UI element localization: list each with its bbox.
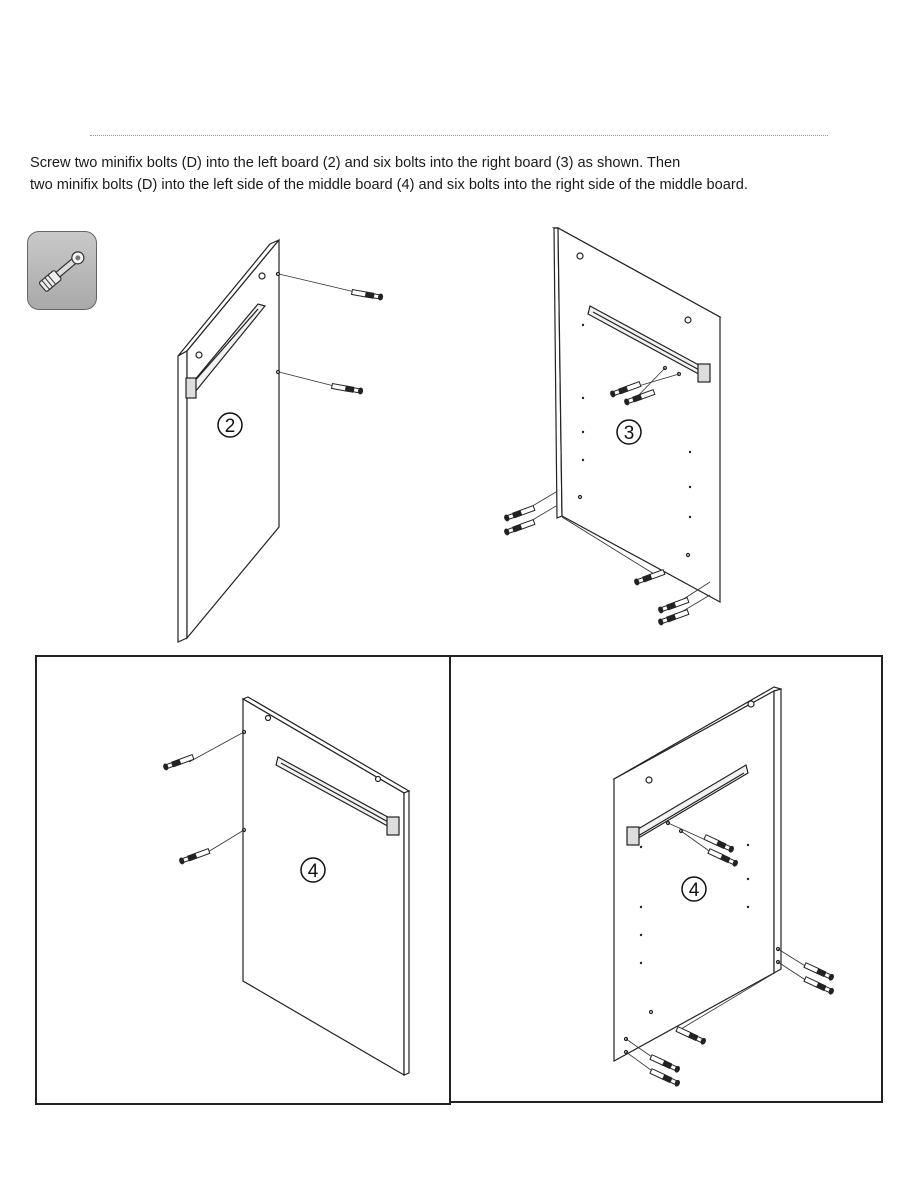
- bolt-set-board-2: [330, 288, 385, 396]
- panel-middle-board-left-side: 4: [35, 655, 451, 1105]
- board-3-label: 3: [616, 419, 642, 445]
- top-illustration: 2: [177, 226, 722, 643]
- board-4-right-view: [612, 686, 783, 1063]
- section-divider: [90, 135, 828, 136]
- svg-text:2: 2: [225, 416, 236, 437]
- bolt-connectors-board-4-left: [188, 731, 245, 856]
- instruction-text: Screw two minifix bolts (D) into the lef…: [30, 152, 890, 196]
- minifix-bolt-icon: [27, 231, 97, 310]
- bolt-set-board-4-left: [161, 753, 211, 866]
- board-4-left-view: [241, 696, 411, 1077]
- panel-middle-board-right-side: 4: [449, 655, 883, 1103]
- bolt-connectors-board-4-right: [625, 822, 811, 1074]
- bolt-connectors-board-2: [278, 273, 356, 387]
- instruction-line-1: Screw two minifix bolts (D) into the lef…: [30, 155, 681, 171]
- board-4-right-label: 4: [681, 876, 707, 902]
- board-3: [551, 226, 722, 604]
- svg-text:4: 4: [308, 861, 319, 882]
- svg-text:4: 4: [689, 880, 700, 901]
- board-2: [177, 238, 281, 643]
- board-4-left-label: 4: [300, 857, 326, 883]
- board-2-label: 2: [217, 412, 243, 438]
- instruction-line-2: two minifix bolts (D) into the left side…: [30, 177, 748, 193]
- svg-text:3: 3: [624, 423, 635, 444]
